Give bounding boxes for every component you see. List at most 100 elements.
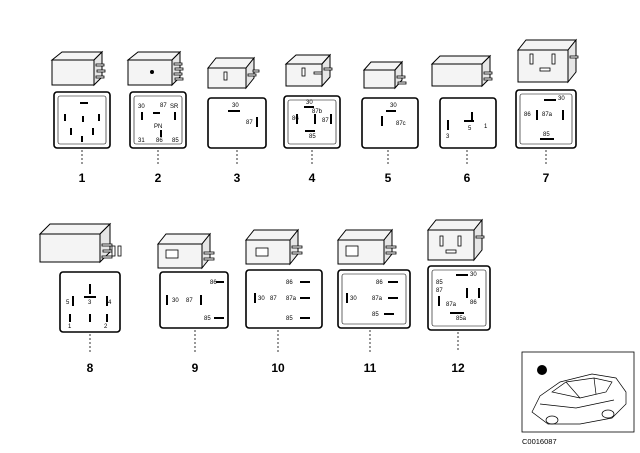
- relay-9-pin-86: 86: [210, 280, 217, 286]
- vehicle-location-inset: [521, 351, 635, 433]
- relay-12-body: [426, 218, 485, 262]
- relay-4-pin-85: 85: [309, 134, 316, 140]
- relay-4-pin-87b: 87b: [312, 109, 323, 115]
- relay-12-pin-30: 30: [470, 272, 477, 278]
- relay-6-pin-5: 5: [468, 126, 472, 132]
- relay-7-pin-30: 30: [558, 96, 565, 102]
- relay-1-body: [50, 50, 106, 87]
- relay-9-pin-85: 85: [204, 316, 211, 322]
- relay-12-pin-87a: 87a: [446, 302, 457, 308]
- relay-7-body: [516, 38, 579, 84]
- relay-2-pin-85: 85: [172, 138, 179, 144]
- relay-5-pin-87c: 87c: [396, 121, 406, 127]
- relay-4-pin-face: 30 87 86 87b 85: [283, 95, 341, 149]
- relay-4-pin-30: 30: [306, 100, 313, 106]
- relay-12-pin-86: 86: [470, 300, 477, 306]
- relay-8-pin-face: 5 3 4 1 2: [59, 271, 121, 333]
- relay-6-number: 6: [464, 171, 471, 185]
- relay-7-pin-87a: 87a: [542, 112, 553, 118]
- relay-2-pin-sr: SR: [170, 104, 179, 110]
- relay-10-pin-86: 86: [286, 280, 293, 286]
- relay-4-body: [284, 53, 333, 88]
- relay-11[interactable]: 86 30 87a 85 11: [336, 228, 411, 375]
- relay-12-pin-85a: 85a: [456, 316, 467, 322]
- relay-10-pin-85: 85: [286, 316, 293, 322]
- relay-8[interactable]: 5 3 4 1 2 8: [38, 222, 122, 375]
- relay-5[interactable]: 30 87c 5: [361, 60, 419, 185]
- relay-10-pin-87a: 87a: [286, 296, 297, 302]
- relay-12-pin-87: 87: [436, 288, 443, 294]
- relay-6-pin-1: 1: [484, 124, 488, 130]
- car-outline-icon: [531, 373, 627, 425]
- relay-6-pin-face: 3 5 1: [439, 97, 497, 149]
- diagram-reference: C0016087: [522, 437, 557, 446]
- relay-11-body: [336, 228, 397, 266]
- relay-10-body: [244, 228, 303, 266]
- relay-4-number: 4: [309, 171, 316, 185]
- relay-8-pin-2: 2: [104, 324, 108, 330]
- relay-6[interactable]: 3 5 1 6: [430, 54, 497, 185]
- relay-9-pin-face: 86 30 87 85: [159, 271, 229, 329]
- relay-1-number: 1: [79, 171, 86, 185]
- relay-11-pin-85: 85: [372, 312, 379, 318]
- relay-8-body: [38, 222, 122, 264]
- relay-2-pin-87: 87: [160, 103, 167, 109]
- relay-9-body: [156, 232, 215, 270]
- relay-11-pin-86: 86: [376, 280, 383, 286]
- relay-5-pin-30: 30: [390, 103, 397, 109]
- relay-4-pin-86: 86: [292, 116, 299, 122]
- relay-10[interactable]: 86 30 87 87a 85 10: [244, 228, 323, 375]
- relay-6-body: [430, 54, 493, 88]
- relay-9-pin-30: 30: [172, 298, 179, 304]
- relay-8-pin-5: 5: [66, 300, 70, 306]
- relay-2-pin-pn: PN: [154, 124, 162, 130]
- relay-12[interactable]: 30 85 86 87a 87 85a 12: [426, 218, 491, 375]
- relay-2-pin-86: 86: [156, 138, 163, 144]
- relay-10-number: 10: [271, 361, 285, 375]
- relay-8-pin-4: 4: [108, 300, 112, 306]
- relay-3-pin-face: 30 87: [207, 97, 267, 149]
- relay-7-pin-face: 30 86 87a 85: [515, 89, 577, 149]
- relay-7[interactable]: 30 86 87a 85 7: [515, 38, 579, 185]
- relay-7-pin-85: 85: [543, 132, 550, 138]
- relay-12-pin-face: 30 85 86 87a 87 85a: [427, 265, 491, 331]
- inset-frame: [521, 351, 635, 433]
- relay-2-pin-31: 31: [138, 138, 145, 144]
- relay-9[interactable]: 86 30 87 85 9: [156, 232, 229, 375]
- location-marker-icon: [537, 365, 547, 375]
- relay-7-pin-86: 86: [524, 112, 531, 118]
- relay-5-body: [362, 60, 407, 90]
- relay-8-pin-1: 1: [68, 324, 72, 330]
- relay-2-pin-face: 30 31 SR PN 87 86 85: [129, 91, 187, 149]
- relay-5-pin-face: 30 87c: [361, 97, 419, 149]
- relay-12-number: 12: [451, 361, 465, 375]
- relay-4-pin-87: 87: [322, 118, 329, 124]
- relay-3[interactable]: 30 87 3: [206, 56, 267, 185]
- relay-11-pin-87a: 87a: [372, 296, 383, 302]
- relay-2-pin-30: 30: [138, 104, 145, 110]
- relay-11-number: 11: [364, 361, 377, 375]
- relay-3-pin-30: 30: [232, 103, 239, 109]
- relay-8-number: 8: [87, 361, 94, 375]
- relay-10-pin-87: 87: [270, 296, 277, 302]
- relay-1-pin-face: [53, 91, 111, 149]
- relay-10-pin-30: 30: [258, 296, 265, 302]
- relay-3-body: [206, 56, 260, 90]
- relay-12-pin-85: 85: [436, 280, 443, 286]
- relay-11-pin-face: 86 30 87a 85: [337, 269, 411, 329]
- relay-6-pin-3: 3: [446, 134, 450, 140]
- relay-4[interactable]: 30 87 86 87b 85 4: [283, 53, 341, 185]
- relay-2-body: [126, 50, 184, 87]
- relay-7-number: 7: [543, 171, 550, 185]
- relay-5-number: 5: [385, 171, 392, 185]
- relay-1[interactable]: 1: [50, 50, 111, 185]
- relay-2[interactable]: 30 31 SR PN 87 86 85 2: [126, 50, 187, 185]
- relay-2-number: 2: [155, 171, 162, 185]
- relay-9-number: 9: [192, 361, 199, 375]
- relay-3-number: 3: [234, 171, 241, 185]
- relay-11-pin-30: 30: [350, 296, 357, 302]
- relay-9-pin-87: 87: [186, 298, 193, 304]
- relay-3-pin-87: 87: [246, 120, 253, 126]
